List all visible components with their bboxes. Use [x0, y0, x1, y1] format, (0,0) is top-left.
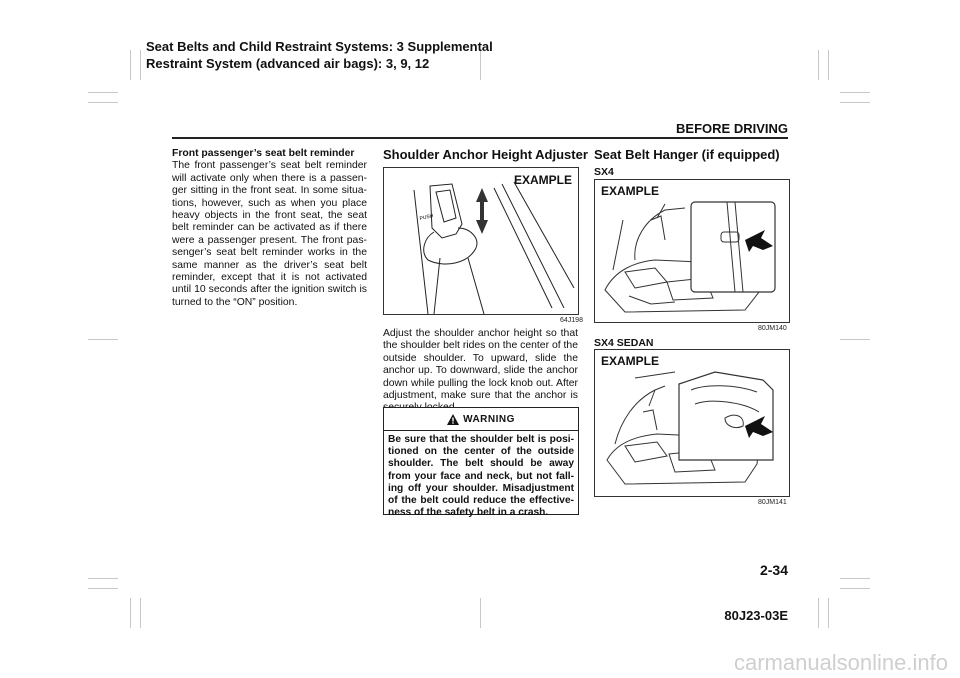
crop-mark [840, 102, 870, 103]
crop-mark [140, 598, 141, 628]
crop-mark [818, 598, 819, 628]
crop-mark [840, 578, 870, 579]
header-rule [172, 137, 788, 139]
figure-code: 80JM141 [758, 499, 787, 506]
crop-mark [818, 50, 819, 80]
heading-shoulder-anchor: Shoulder Anchor Height Adjuster [383, 147, 588, 162]
crop-mark [840, 339, 870, 340]
crop-mark [840, 92, 870, 93]
crop-mark [88, 102, 118, 103]
figure-sx4-hanger: EXAMPLE [594, 179, 790, 323]
page-number: 2-34 [759, 562, 788, 578]
crop-mark [88, 588, 118, 589]
anchor-adjust-text: Adjust the shoulder anchor height so tha… [383, 328, 578, 413]
model-label-sx4: SX4 [594, 166, 614, 178]
crop-mark [480, 50, 481, 80]
crop-mark [480, 598, 481, 628]
sx4-seat-illustration [604, 201, 776, 313]
crop-mark [828, 598, 829, 628]
chapter-title: Seat Belts and Child Restraint Systems: … [146, 39, 493, 71]
paragraph: The front passenger’s seat belt reminder… [172, 160, 367, 308]
warning-text: Be sure that the shoulder belt is posi-t… [388, 434, 574, 519]
sedan-seat-illustration [606, 371, 774, 485]
crop-mark [130, 598, 131, 628]
watermark: carmanualsonline.info [733, 650, 948, 675]
seat-belt-reminder-text: Front passenger’s seat belt reminder The… [172, 148, 367, 309]
warning-box: WARNING Be sure that the shoulder belt i… [383, 407, 579, 518]
shoulder-anchor-illustration: PUSH [413, 181, 575, 315]
crop-mark [88, 339, 118, 340]
document-id: 80J23-03E [724, 608, 788, 623]
warning-icon [447, 413, 460, 425]
warning-title: WARNING [463, 413, 515, 425]
figure-label: EXAMPLE [601, 184, 660, 198]
crop-mark [130, 50, 131, 80]
figure-label: EXAMPLE [513, 173, 572, 187]
section-title: BEFORE DRIVING [676, 121, 788, 136]
warning-header: WARNING [384, 408, 578, 431]
figure-shoulder-anchor: PUSH EXAMPLE [383, 167, 579, 315]
crop-mark [88, 578, 118, 579]
crop-mark [828, 50, 829, 80]
crop-mark [88, 92, 118, 93]
heading-seat-belt-hanger: Seat Belt Hanger (if equipped) [594, 147, 780, 162]
figure-code: 80JM140 [758, 325, 787, 332]
figure-sedan-hanger: EXAMPLE [594, 349, 790, 497]
subheading: Front passenger’s seat belt reminder [172, 148, 355, 159]
figure-label: EXAMPLE [601, 354, 660, 368]
crop-mark [140, 50, 141, 80]
crop-mark [840, 588, 870, 589]
figure-code: 64J198 [560, 317, 583, 324]
model-label-sx4-sedan: SX4 SEDAN [594, 337, 654, 349]
svg-text:PUSH: PUSH [419, 213, 434, 222]
